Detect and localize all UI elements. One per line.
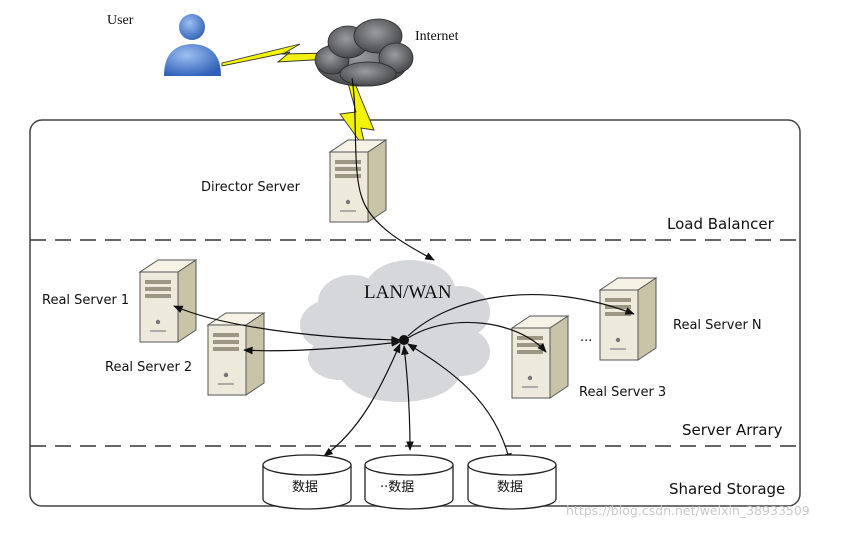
- lan-wan-label: LAN/WAN: [364, 282, 452, 303]
- link-hub-real1: [173, 305, 401, 344]
- director-server-label: Director Server: [201, 180, 300, 195]
- link-hub-disk3: [407, 343, 512, 463]
- hub-icon: [399, 335, 409, 345]
- server-icon: [139, 259, 197, 343]
- internet-label: Internet: [415, 29, 459, 44]
- watermark: https://blog.csdn.net/weixin_38933509: [566, 503, 810, 518]
- ellipsis-label: ...: [580, 330, 593, 345]
- real-server-n-label: Real Server N: [673, 318, 762, 333]
- server-icon: [511, 315, 569, 399]
- lightning-icon: [339, 75, 375, 151]
- link-hub-realN: [407, 293, 635, 337]
- link-hub-disk1: [323, 343, 401, 457]
- real-server-3-label: Real Server 3: [579, 385, 667, 400]
- user-icon: [164, 14, 221, 76]
- link-hub-real3: [407, 321, 547, 353]
- shared-storage-label: Shared Storage: [669, 480, 786, 498]
- real-server-2-label: Real Server 2: [105, 360, 193, 375]
- server-array-label: Server Arrary: [682, 421, 783, 439]
- server-icon: [207, 312, 265, 396]
- user-label: User: [107, 13, 134, 28]
- disk-2-label: ··数据: [380, 480, 415, 495]
- real-server-1-label: Real Server 1: [42, 293, 130, 308]
- link-internet-director: [351, 77, 435, 261]
- disk-1-label: 数据: [292, 480, 319, 495]
- storm-cloud-icon: [314, 18, 414, 87]
- disk-3-label: 数据: [497, 480, 524, 495]
- load-balancer-label: Load Balancer: [667, 215, 774, 233]
- server-icon: [599, 277, 657, 361]
